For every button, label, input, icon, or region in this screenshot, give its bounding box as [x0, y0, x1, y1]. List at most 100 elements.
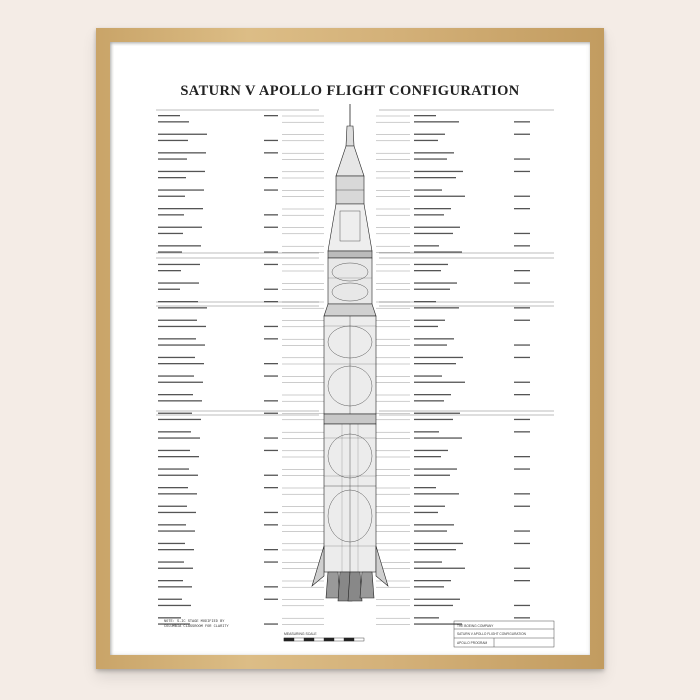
title-block-drawing: SATURN V APOLLO FLIGHT CONFIGURATION — [457, 632, 526, 636]
fine-print-right — [414, 580, 451, 582]
fine-print-right-value — [514, 158, 530, 160]
fine-print-left — [158, 456, 199, 458]
picture-frame: SATURN V APOLLO FLIGHT CONFIGURATION — [96, 28, 604, 669]
fine-print-right — [414, 288, 450, 290]
fine-print-right-value — [514, 121, 530, 123]
fine-print-right — [414, 530, 447, 532]
fine-print-right — [414, 400, 444, 402]
fine-print-left — [158, 400, 202, 402]
fine-print-right — [414, 270, 441, 272]
fine-print-right — [414, 152, 454, 154]
fine-print-right — [414, 263, 448, 266]
fine-print-left — [158, 542, 185, 545]
fine-print-right-value — [514, 604, 530, 607]
fine-print-left — [158, 549, 194, 551]
fine-print-left-value — [264, 511, 278, 514]
fine-print-left-value — [264, 177, 278, 179]
fine-print-right — [414, 158, 447, 160]
fine-print-left-value — [264, 214, 278, 216]
fine-print-right-value — [514, 580, 530, 582]
fine-print-right — [414, 214, 444, 216]
fine-print-left — [158, 307, 207, 309]
fine-print-left-value — [264, 226, 278, 228]
fine-print-right — [414, 418, 453, 421]
fine-print-right-value — [514, 232, 530, 235]
fine-print-right — [414, 542, 463, 545]
footnote: NOTE: S-IC STAGE MODIFIED BY COLUMBIA CL… — [164, 620, 229, 629]
fine-print-left-value — [264, 301, 278, 303]
fine-print-left — [158, 412, 192, 414]
fine-print-right — [414, 431, 439, 433]
fine-print-right-value — [514, 208, 530, 210]
fine-print-left-value — [264, 549, 278, 551]
fine-print-right — [414, 586, 444, 588]
fine-print-right — [414, 449, 448, 452]
scale-label: MEASURING SCALE — [284, 632, 317, 636]
fine-print-left-value — [264, 598, 278, 600]
fine-print-right-value — [514, 567, 530, 569]
fine-print-left — [158, 344, 205, 346]
fine-print-left-value — [264, 449, 278, 452]
fine-print-right — [414, 561, 442, 563]
fine-print-left-value — [264, 400, 278, 402]
fine-print-right — [414, 226, 460, 228]
fine-print-right — [414, 344, 447, 346]
fine-print-left-value — [264, 288, 278, 290]
fine-print-left — [158, 524, 186, 526]
fine-print-right-value — [514, 319, 530, 321]
fine-print-left — [158, 319, 197, 321]
fine-print-right-value — [514, 195, 530, 197]
fine-print-left-value — [264, 325, 278, 328]
fine-print-right — [414, 307, 459, 309]
fine-print-left — [158, 598, 182, 600]
fine-print-right — [414, 617, 439, 619]
fine-print-right — [414, 381, 465, 383]
fine-print-left — [158, 356, 195, 359]
fine-print-left — [158, 263, 200, 266]
fine-print-left — [158, 530, 195, 532]
fine-print-right — [414, 195, 465, 197]
fine-print-left — [158, 363, 204, 365]
fine-print-right-value — [514, 418, 530, 421]
fine-print-left — [158, 245, 201, 247]
fine-print-left — [158, 158, 187, 160]
fine-print-left-value — [264, 375, 278, 377]
fine-print-right — [414, 356, 463, 359]
fine-print-left — [158, 431, 191, 433]
fine-print-right-value — [514, 344, 530, 346]
fine-print-right — [414, 598, 460, 600]
fine-print-left — [158, 251, 182, 253]
fine-print-left — [158, 418, 201, 421]
fine-print-left — [158, 121, 189, 123]
fine-print-left — [158, 133, 207, 135]
fine-print-left — [158, 301, 198, 303]
fine-print-left — [158, 139, 188, 142]
fine-print-left — [158, 437, 200, 439]
fine-print-left-value — [264, 263, 278, 266]
fine-print-left-value — [264, 586, 278, 588]
title-block-division: APOLLO PROGRAM — [457, 641, 488, 645]
fine-print-right-value — [514, 270, 530, 272]
fine-print-left-value — [264, 152, 278, 154]
fine-print-right — [414, 511, 438, 514]
fine-print-left-value — [264, 115, 278, 117]
fine-print-right — [414, 437, 462, 439]
fine-print-left — [158, 115, 180, 117]
fine-print-right — [414, 115, 436, 117]
fine-print-right — [414, 456, 441, 458]
fine-print-right — [414, 338, 454, 340]
rocket-diagram — [156, 104, 555, 648]
fine-print-left-value — [264, 474, 278, 476]
fine-print-left — [158, 586, 192, 588]
fine-print-right — [414, 319, 445, 321]
fine-print-right — [414, 363, 456, 365]
fine-print-left — [158, 505, 187, 507]
fine-print-right — [414, 468, 457, 470]
fine-print-right-value — [514, 381, 530, 383]
fine-print-left-value — [264, 363, 278, 365]
fine-print-left — [158, 394, 193, 396]
fine-print-left — [158, 604, 191, 607]
fine-print-right-value — [514, 394, 530, 396]
fine-print-right-value — [514, 245, 530, 247]
fine-print-left — [158, 288, 180, 290]
